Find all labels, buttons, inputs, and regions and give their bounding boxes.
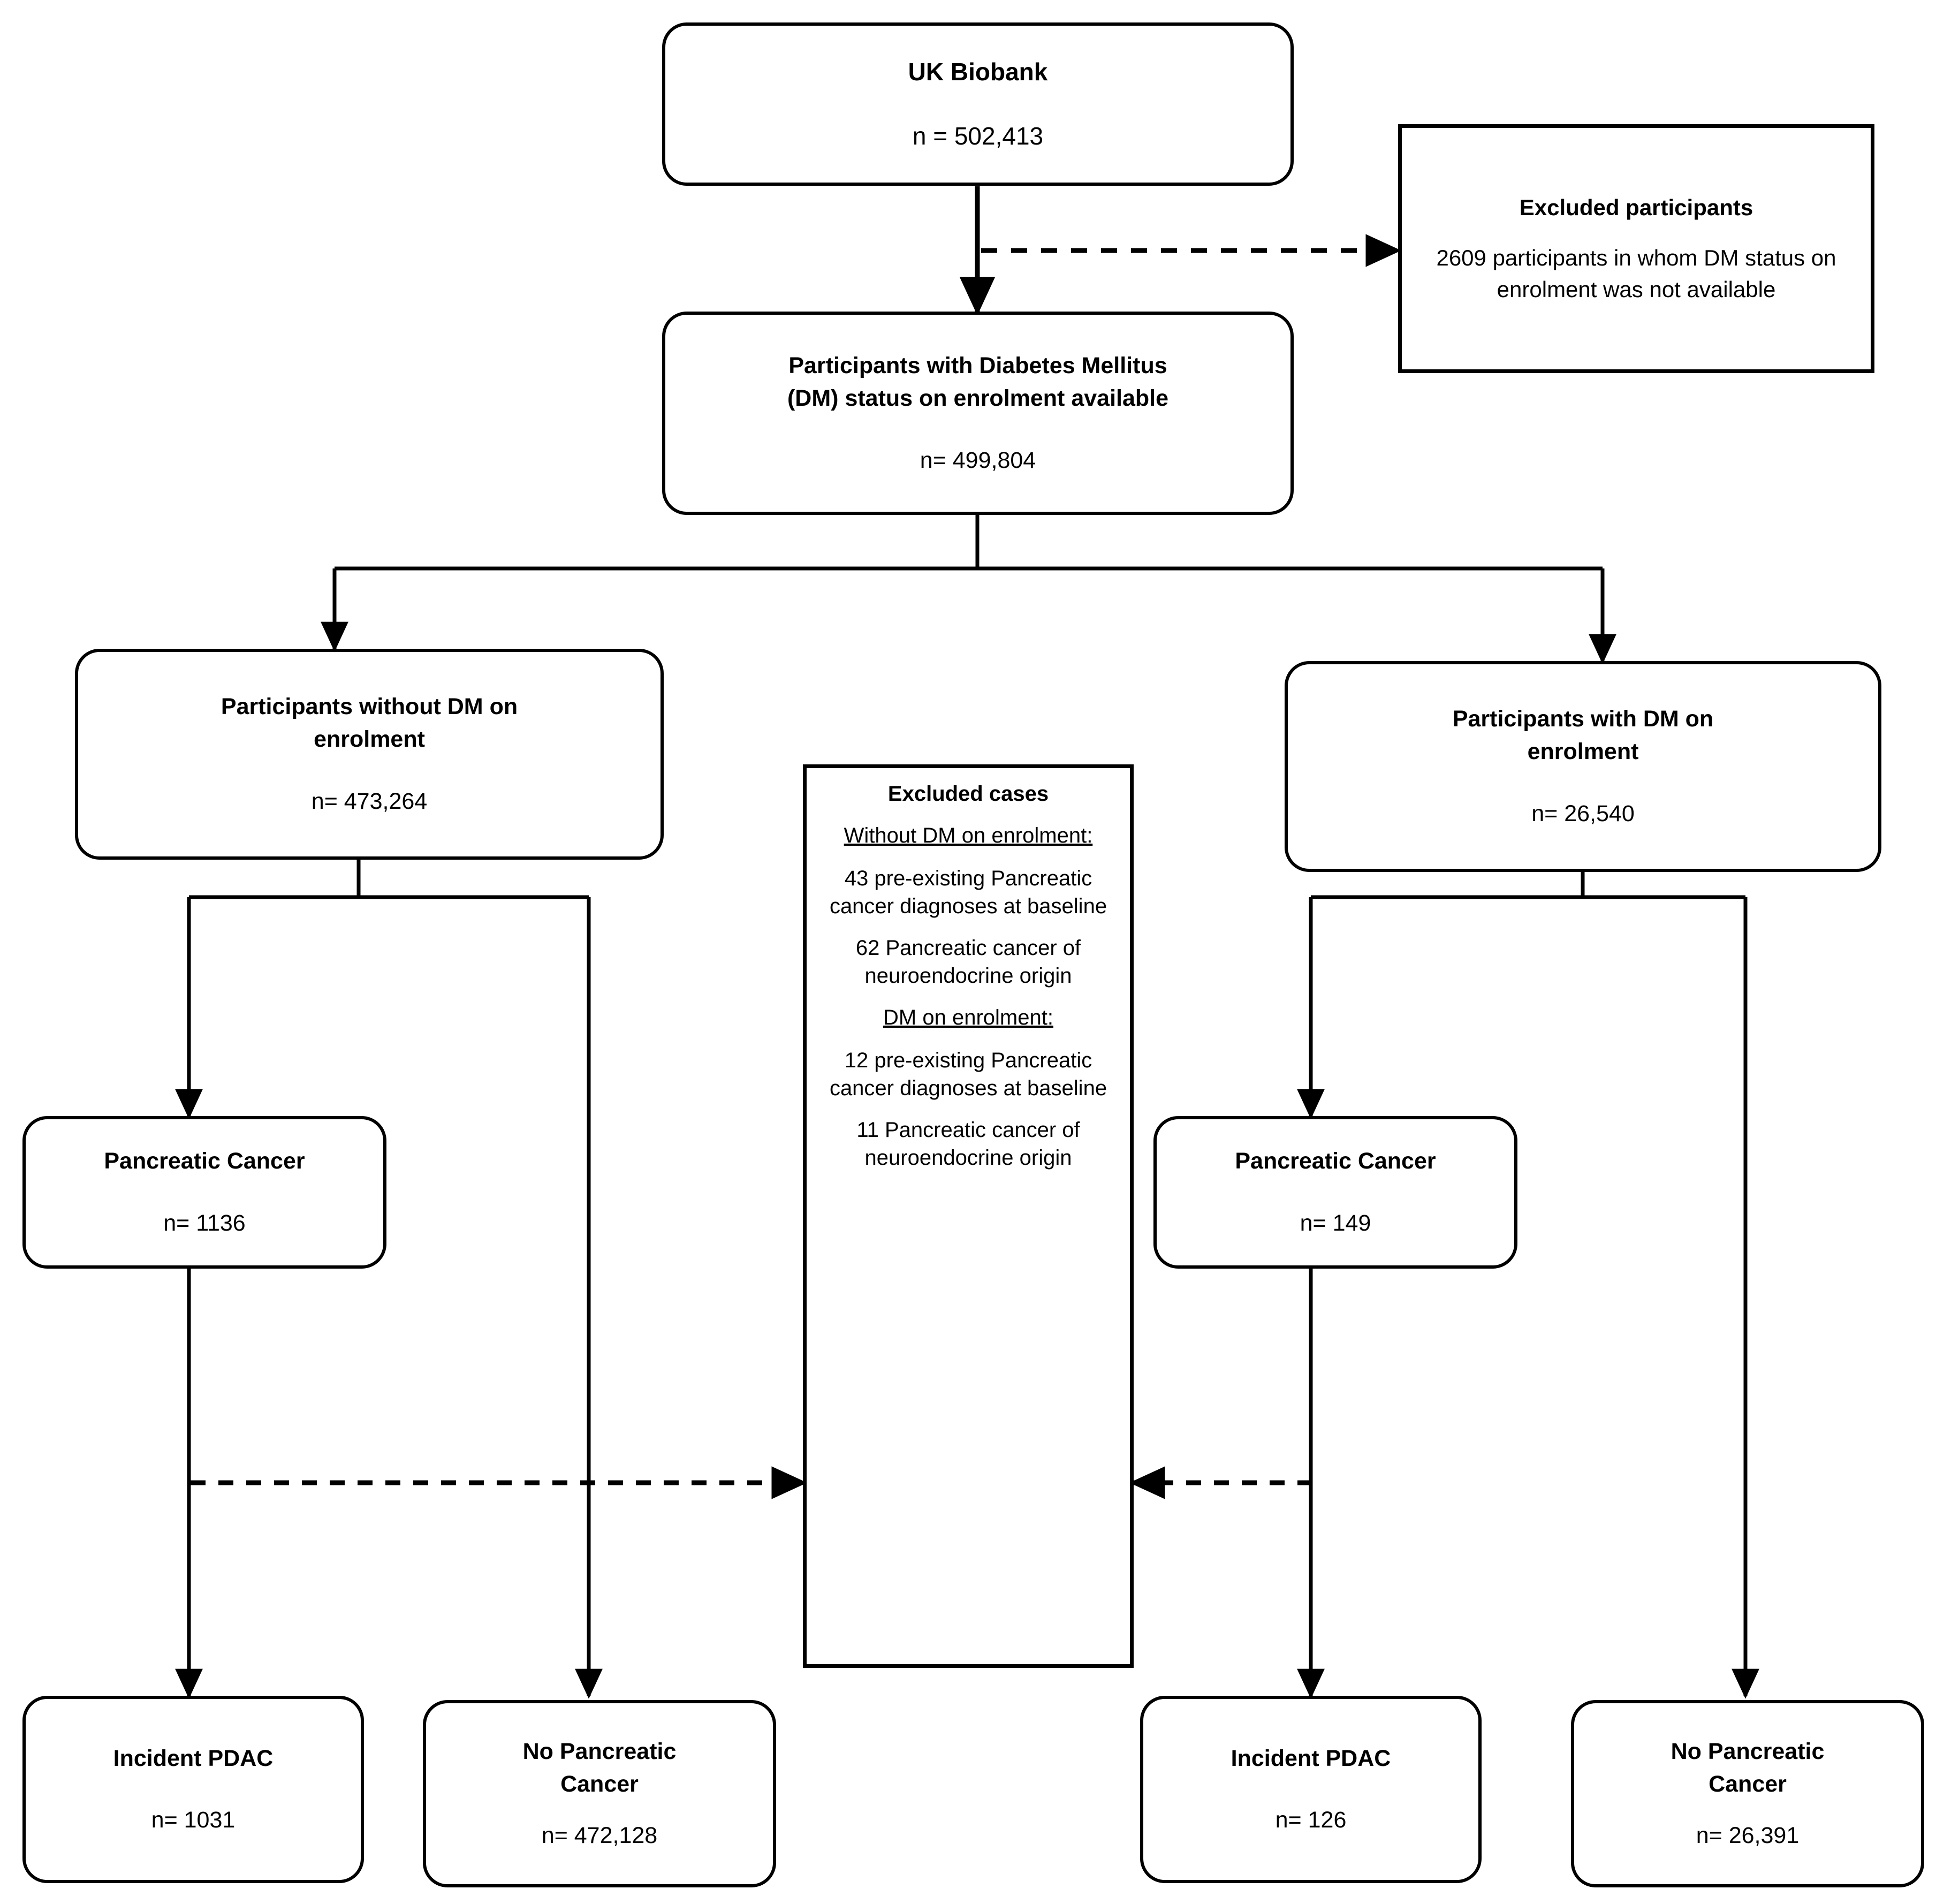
nopc-right-title-line2: Cancer [1709,1771,1787,1797]
excluded-participants-body: 2609 participants in whom DM status on e… [1436,245,1836,302]
excluded-participants-title-real: Excluded participants [1519,195,1753,221]
nopc-left-count: n= 472,128 [541,1822,658,1848]
node-incident-pdac-left[interactable]: Incident PDAC n= 1031 [22,1696,364,1883]
node-dm-status[interactable]: Participants with Diabetes Mellitus (DM)… [662,312,1294,515]
node-excluded-cases[interactable]: Excluded cases Without DM on enrolment: … [803,764,1134,1668]
node-excluded-participants[interactable]: Excluded participants 2609 participants … [1398,124,1874,373]
without-dm-count: n= 473,264 [311,788,428,814]
excluded-cases-heading: Excluded cases [887,782,1049,806]
pdac-right-count: n= 126 [1275,1807,1347,1833]
excluded-cases-section1-item-0: 43 pre-existing Pancreatic cancer diagno… [829,867,1107,918]
pc-right-title: Pancreatic Cancer [1235,1148,1436,1174]
dm-status-title-line1: Participants with Diabetes Mellitus [788,353,1167,379]
node-incident-pdac-right[interactable]: Incident PDAC n= 126 [1140,1696,1482,1883]
pdac-left-title: Incident PDAC [113,1745,274,1771]
nopc-left-title-line2: Cancer [560,1771,639,1797]
uk-biobank-count: n = 502,413 [912,122,1044,150]
excluded-cases-section2-item-1: 11 Pancreatic cancer of neuroendocrine o… [856,1118,1080,1170]
nopc-left-title-line1: No Pancreatic [522,1739,677,1765]
pdac-right-title: Incident PDAC [1231,1745,1391,1771]
pc-left-count: n= 1136 [163,1210,246,1236]
nopc-right-title-line1: No Pancreatic [1671,1739,1825,1765]
excluded-cases-section2-label: DM on enrolment: [883,1006,1053,1029]
node-no-pancreatic-cancer-left[interactable]: No Pancreatic Cancer n= 472,128 [423,1700,776,1887]
without-dm-title-line2: enrolment [314,726,425,753]
with-dm-title-line2: enrolment [1527,739,1639,765]
excluded-cases-section1-item-1: 62 Pancreatic cancer of neuroendocrine o… [855,936,1081,988]
node-participants-with-dm[interactable]: Participants with DM on enrolment n= 26,… [1285,661,1881,872]
excluded-cases-section2-item-0: 12 pre-existing Pancreatic cancer diagno… [829,1049,1107,1100]
pc-right-count: n= 149 [1300,1210,1371,1236]
node-pancreatic-cancer-right[interactable]: Pancreatic Cancer n= 149 [1153,1116,1517,1269]
node-pancreatic-cancer-left[interactable]: Pancreatic Cancer n= 1136 [22,1116,386,1269]
nopc-right-count: n= 26,391 [1696,1822,1800,1848]
uk-biobank-title: UK Biobank [908,58,1048,86]
dm-status-count: n= 499,804 [920,447,1036,473]
dm-status-title-line2: (DM) status on enrolment available [787,385,1169,412]
node-uk-biobank[interactable]: UK Biobank n = 502,413 [662,22,1294,186]
without-dm-title-line1: Participants without DM on [221,694,518,720]
pdac-left-count: n= 1031 [151,1807,236,1833]
node-participants-without-dm[interactable]: Participants without DM on enrolment n= … [75,649,664,860]
with-dm-title-line1: Participants with DM on [1452,706,1714,732]
node-no-pancreatic-cancer-right[interactable]: No Pancreatic Cancer n= 26,391 [1571,1700,1924,1887]
pc-left-title: Pancreatic Cancer [104,1148,305,1174]
with-dm-count: n= 26,540 [1531,800,1635,826]
excluded-cases-section1-label: Without DM on enrolment: [844,824,1093,847]
